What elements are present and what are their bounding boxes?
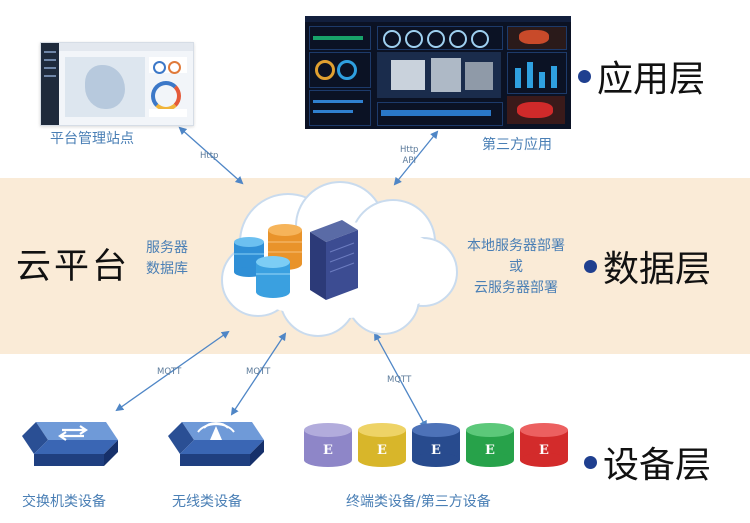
switch-device-icon [22, 422, 118, 466]
http-api-label: Http API [400, 145, 418, 167]
deployment-line3: 云服务器部署 [474, 280, 558, 296]
http-api-line2: API [402, 156, 416, 166]
arrow-cloud-wireless [230, 332, 287, 416]
switch-device-caption: 交换机类设备 [22, 494, 106, 510]
terminal-device-icon-navy: E [412, 423, 460, 467]
deployment-description: 本地服务器部署 或 云服务器部署 [458, 236, 574, 299]
terminal-device-icon-purple: E [304, 423, 352, 467]
svg-text:E: E [323, 443, 333, 458]
http-api-line1: Http [400, 145, 419, 155]
svg-text:E: E [539, 443, 549, 458]
arrow-mgmt-cloud [178, 126, 244, 185]
app-layer-text: 应用层 [597, 59, 706, 100]
third-party-app-caption: 第三方应用 [482, 137, 552, 153]
mgmt-site-caption: 平台管理站点 [50, 131, 134, 147]
terminal-devices-group: E E E E E [304, 423, 568, 467]
terminal-device-caption: 终端类设备/第三方设备 [346, 494, 491, 510]
terminal-device-icon-red: E [520, 423, 568, 467]
mqtt-label-switch: MQTT [157, 367, 182, 377]
svg-text:E: E [431, 443, 441, 458]
device-layer-text: 设备层 [603, 445, 712, 486]
svg-text:E: E [485, 443, 495, 458]
deployment-line1: 本地服务器部署 [467, 238, 565, 254]
bullet-dot-icon [584, 259, 597, 273]
cloud-platform-graphic [221, 181, 458, 337]
mqtt-label-wireless: MQTT [246, 367, 271, 377]
wireless-device-icon [168, 422, 264, 466]
mgmt-site-screenshot [40, 42, 194, 126]
wireless-device-caption: 无线类设备 [172, 494, 242, 510]
device-layer-label: 设备层 [584, 436, 711, 488]
svg-text:E: E [377, 443, 387, 458]
server-db-description: 服务器 数据库 [146, 238, 188, 280]
arrow-thirdparty-cloud [393, 130, 439, 186]
blue-database-icon-left [234, 237, 264, 277]
bullet-dot-icon [584, 455, 597, 469]
bullet-dot-icon [578, 69, 591, 83]
http-label: Http [200, 151, 219, 161]
mqtt-label-terminal: MQTT [387, 375, 412, 385]
server-db-line1: 服务器 [146, 240, 188, 256]
third-party-app-screenshot [305, 16, 571, 129]
cloud-platform-title: 云平台 [16, 247, 131, 287]
terminal-device-icon-yellow: E [358, 423, 406, 467]
server-db-line2: 数据库 [146, 261, 188, 277]
blue-database-icon-front [256, 256, 290, 298]
arrow-cloud-switch [115, 330, 230, 412]
data-layer-text: 数据层 [603, 249, 712, 290]
server-icon [310, 220, 358, 300]
arrow-cloud-terminal [374, 332, 427, 429]
data-layer-label: 数据层 [584, 240, 711, 292]
deployment-line2: 或 [509, 259, 523, 275]
app-layer-label: 应用层 [578, 50, 705, 102]
terminal-device-icon-green: E [466, 423, 514, 467]
